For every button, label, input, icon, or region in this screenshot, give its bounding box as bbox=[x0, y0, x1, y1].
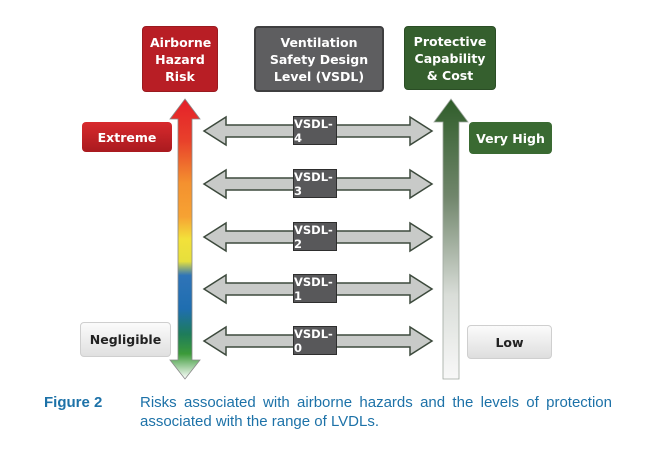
vsdl-level-0: VSDL-0 bbox=[293, 326, 337, 355]
header-protection-text: Protective Capability & Cost bbox=[413, 33, 487, 83]
header-risk-text: Airborne Hazard Risk bbox=[150, 34, 212, 84]
header-vsdl-text: Ventilation Safety Design Level (VSDL) bbox=[269, 34, 369, 84]
risk-label-negligible: Negligible bbox=[80, 322, 171, 357]
protection-label-low: Low bbox=[467, 325, 552, 359]
header-airborne-hazard-risk: Airborne Hazard Risk bbox=[142, 26, 218, 92]
protection-label-very-high: Very High bbox=[469, 122, 552, 154]
vsdl-level-1: VSDL-1 bbox=[293, 274, 337, 303]
header-protective-capability: Protective Capability & Cost bbox=[404, 26, 496, 90]
protection-scale-arrow bbox=[433, 98, 469, 380]
vsdl-level-4: VSDL-4 bbox=[293, 116, 337, 145]
risk-scale-arrow bbox=[169, 98, 201, 380]
header-vsdl: Ventilation Safety Design Level (VSDL) bbox=[254, 26, 384, 92]
figure-caption-text: Risks associated with airborne hazards a… bbox=[140, 394, 612, 430]
vsdl-level-2: VSDL-2 bbox=[293, 222, 337, 251]
risk-label-extreme: Extreme bbox=[82, 122, 172, 152]
figure-label: Figure 2 bbox=[44, 394, 103, 411]
vsdl-level-3: VSDL-3 bbox=[293, 169, 337, 198]
